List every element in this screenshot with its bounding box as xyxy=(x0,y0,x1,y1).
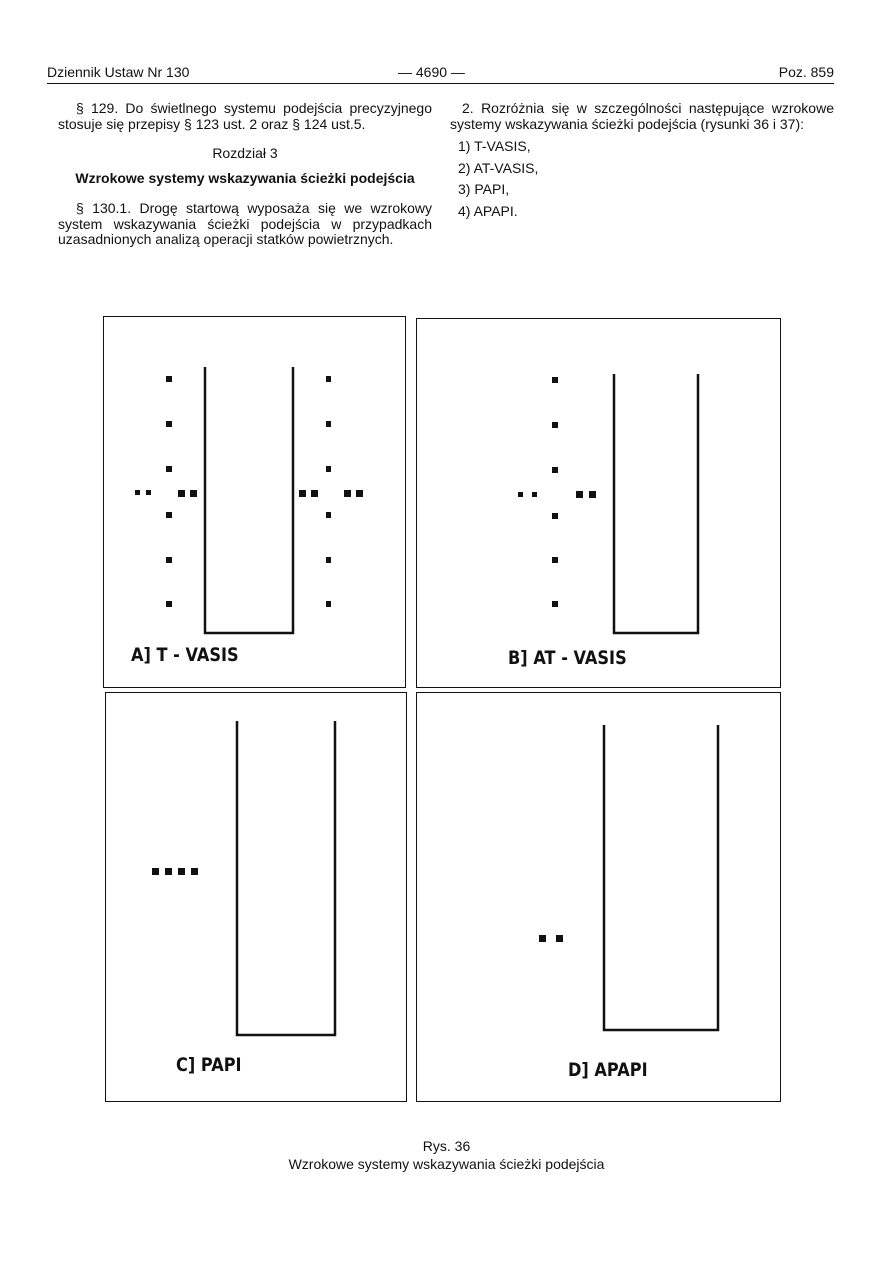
header-rule xyxy=(47,83,834,84)
paragraph-130: § 130.1. Drogę startową wyposaża się we … xyxy=(58,200,432,247)
list-item: 2) AT-VASIS, xyxy=(458,159,539,176)
panel-at-vasis: B] AT - VASIS xyxy=(416,318,781,688)
runway-outline xyxy=(602,725,720,1032)
systems-list: 1) T-VASIS, 2) AT-VASIS, 3) PAPI, 4) APA… xyxy=(450,138,834,219)
panel-t-vasis: A] T - VASIS xyxy=(103,316,406,688)
position-number: Poz. 859 xyxy=(778,64,834,80)
figure-caption-title: Wzrokowe systemy wskazywania ścieżki pod… xyxy=(288,1156,605,1172)
list-item: 1) T-VASIS, xyxy=(458,138,531,154)
t-vasis-lights xyxy=(135,376,363,607)
journal-title: Dziennik Ustaw Nr 130 xyxy=(47,64,190,80)
paragraph-130-2: 2. Rozróżnia się w szczególności następu… xyxy=(450,100,834,132)
page-number: — 4690 — xyxy=(398,64,465,80)
chapter-title: Wzrokowe systemy wskazywania ścieżki pod… xyxy=(75,169,415,186)
runway-outline xyxy=(203,367,295,635)
runway-outline xyxy=(235,721,337,1037)
right-column: 2. Rozróżnia się w szczególności następu… xyxy=(450,100,834,225)
t-vasis-diagram xyxy=(135,367,363,635)
apapi-lights xyxy=(539,935,563,942)
panel-label-b: B] AT - VASIS xyxy=(508,647,627,669)
list-item: 3) PAPI, xyxy=(458,181,510,197)
panel-label-d: D] APAPI xyxy=(568,1059,648,1081)
panel-label-a: A] T - VASIS xyxy=(131,644,239,666)
panel-papi: C] PAPI xyxy=(105,692,407,1102)
left-column: § 129. Do świetlnego systemu podejścia p… xyxy=(58,100,432,248)
papi-diagram xyxy=(152,721,337,1037)
papi-lights xyxy=(152,868,198,875)
figure-caption-number: Rys. 36 xyxy=(422,1138,471,1154)
at-vasis-lights xyxy=(518,377,596,607)
list-item: 4) APAPI. xyxy=(458,202,518,219)
panel-apapi: D] APAPI xyxy=(416,692,781,1102)
paragraph-129: § 129. Do świetlnego systemu podejścia p… xyxy=(58,100,432,132)
runway-outline xyxy=(612,374,700,635)
at-vasis-diagram xyxy=(518,374,700,635)
apapi-diagram xyxy=(539,725,720,1032)
panel-label-c: C] PAPI xyxy=(176,1054,242,1076)
chapter-number: Rozdział 3 xyxy=(212,145,278,161)
